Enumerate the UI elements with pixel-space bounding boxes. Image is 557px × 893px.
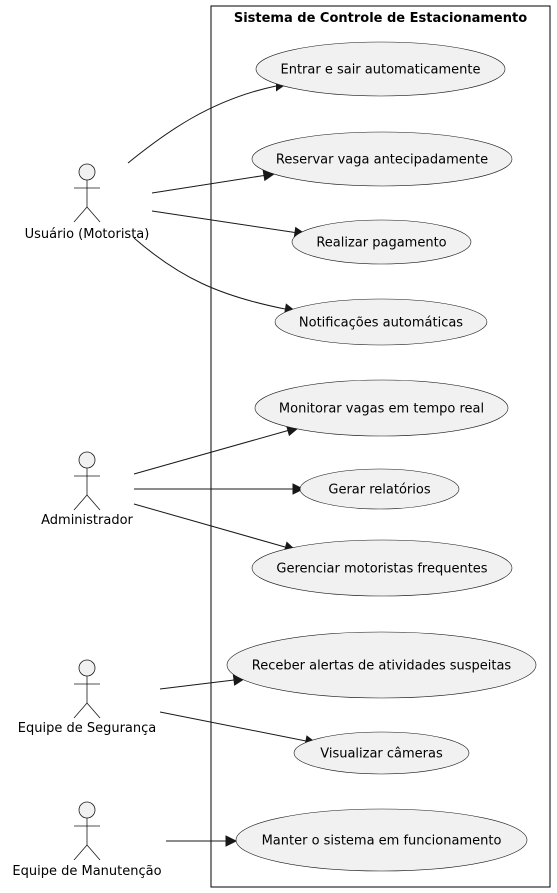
use-case-gerar-relatorios: Gerar relatórios xyxy=(299,468,460,510)
actor-motorista: Usuário (Motorista) xyxy=(25,163,150,242)
stick-figure-icon xyxy=(73,659,101,719)
association-uc8 xyxy=(159,674,246,690)
svg-text:Visualizar câmeras: Visualizar câmeras xyxy=(320,747,443,762)
svg-text:Monitorar vagas em tempo real: Monitorar vagas em tempo real xyxy=(279,402,484,417)
actor-label: Usuário (Motorista) xyxy=(25,227,150,242)
svg-text:Gerar relatórios: Gerar relatórios xyxy=(328,483,430,498)
system-title: Sistema de Controle de Estacionamento xyxy=(234,11,527,26)
svg-text:Manter o sistema em funcioname: Manter o sistema em funcionamento xyxy=(262,834,502,849)
actor-label: Administrador xyxy=(41,513,133,528)
svg-text:Notificações automáticas: Notificações automáticas xyxy=(299,316,463,331)
association-uc9 xyxy=(159,711,318,747)
svg-text:Realizar pagamento: Realizar pagamento xyxy=(316,236,446,251)
use-case-visualizar-cameras: Visualizar câmeras xyxy=(293,731,470,775)
use-case-manter-sistema: Manter o sistema em funcionamento xyxy=(235,808,528,872)
use-case-gerenciar-motoristas: Gerenciar motoristas frequentes xyxy=(251,539,513,597)
svg-text:Reservar vaga antecipadamente: Reservar vaga antecipadamente xyxy=(276,153,488,168)
use-case-receber-alertas: Receber alertas de atividades suspeitas xyxy=(226,631,537,699)
association-uc3 xyxy=(151,210,307,239)
stick-figure-icon xyxy=(73,163,101,223)
use-case-notificacoes: Notificações automáticas xyxy=(274,298,488,346)
svg-text:Entrar e sair automaticamente: Entrar e sair automaticamente xyxy=(280,63,480,78)
svg-text:Gerenciar motoristas frequente: Gerenciar motoristas frequentes xyxy=(276,562,487,577)
actor-manutencao: Equipe de Manutenção xyxy=(12,801,162,879)
association-uc6 xyxy=(134,483,305,495)
association-uc10 xyxy=(166,835,238,847)
association-uc5 xyxy=(133,425,300,475)
association-uc2 xyxy=(151,169,276,194)
stick-figure-icon xyxy=(73,451,101,511)
actor-seguranca: Equipe de Segurança xyxy=(18,659,157,736)
use-case-monitorar-vagas: Monitorar vagas em tempo real xyxy=(254,379,509,437)
actor-label: Equipe de Manutenção xyxy=(12,864,161,879)
use-case-entrar-sair: Entrar e sair automaticamente xyxy=(255,41,506,97)
system-boundary: Sistema de Controle de Estacionamento xyxy=(210,5,551,888)
svg-text:Receber alertas de atividades: Receber alertas de atividades suspeitas xyxy=(252,659,512,674)
association-uc4 xyxy=(133,237,297,315)
use-case-realizar-pagamento: Realizar pagamento xyxy=(291,219,472,265)
association-uc7 xyxy=(133,503,297,553)
stick-figure-icon xyxy=(73,801,101,861)
actor-label: Equipe de Segurança xyxy=(18,721,157,736)
use-case-reservar-vaga: Reservar vaga antecipadamente xyxy=(251,131,513,187)
actor-administrador: Administrador xyxy=(41,451,134,528)
